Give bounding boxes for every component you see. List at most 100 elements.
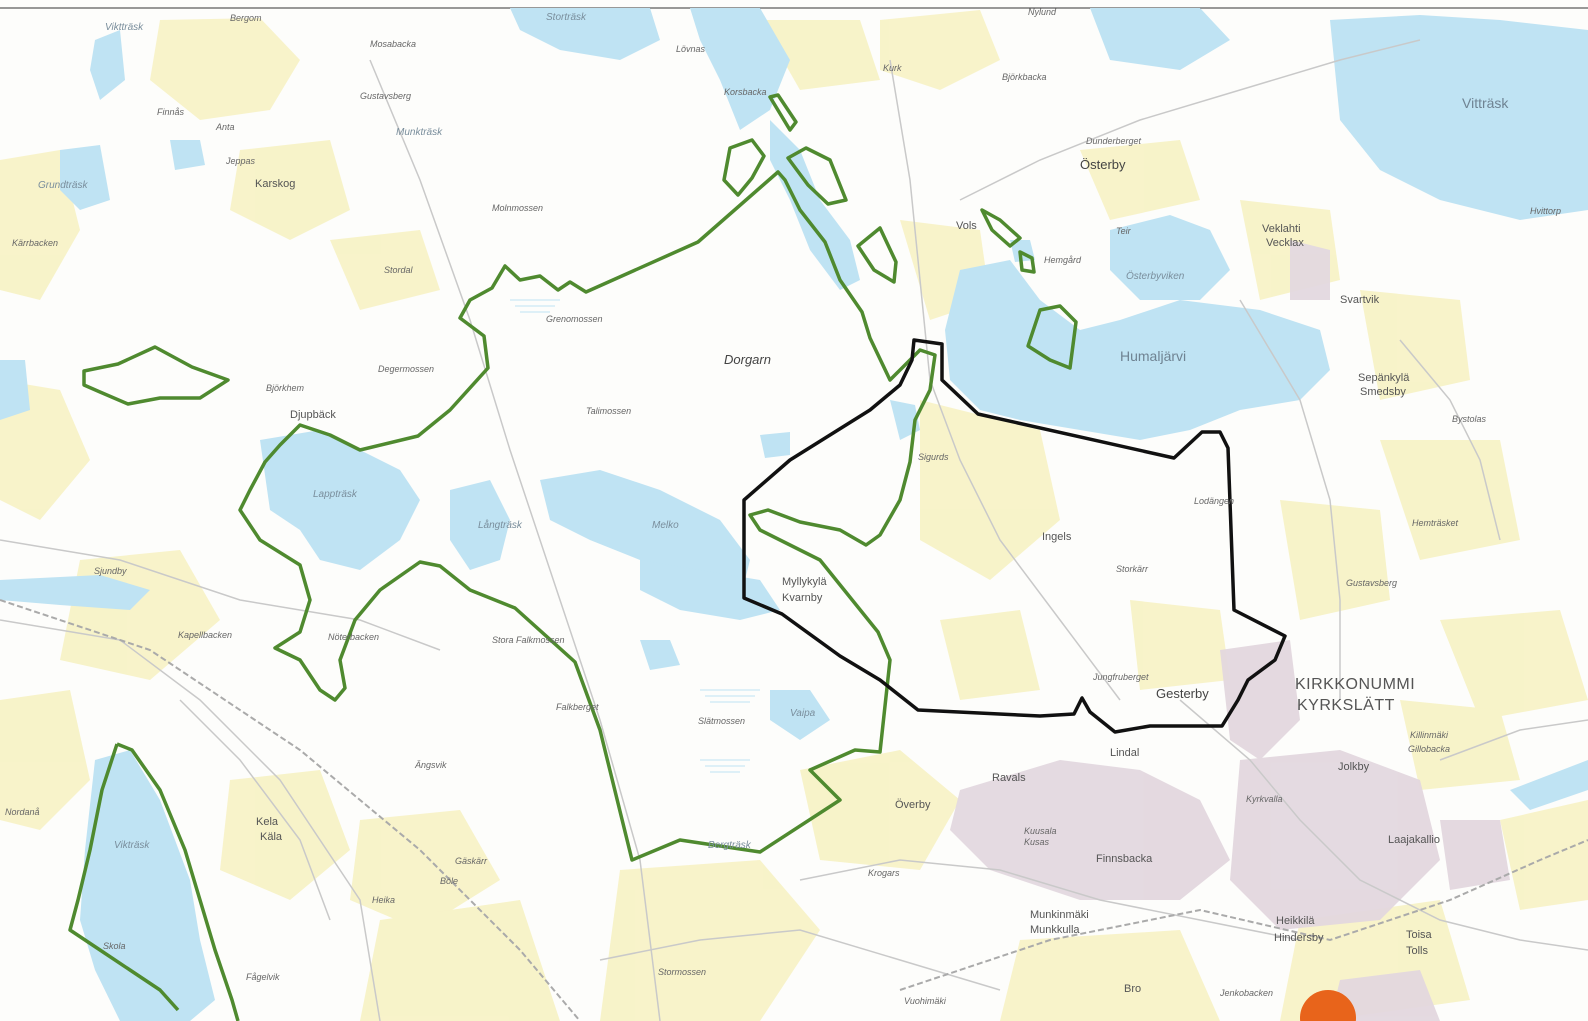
label-gustavsberg-east: Gustavsberg [1346,578,1397,588]
wetland-areas [510,299,760,773]
label-tolls: Tolls [1406,945,1429,957]
label-bole: Böle [440,876,458,886]
label-kirkkonummi: KIRKKONUMMI [1295,676,1415,693]
label-storkarr: Storkärr [1116,564,1149,574]
green-boundary-areas[interactable] [68,93,1078,1021]
label-bro: Bro [1124,983,1141,995]
label-degermossen: Degermossen [378,364,434,374]
label-vittrask: Vitträsk [1462,95,1509,111]
lake-lapptrask [260,430,420,570]
pond-1 [640,640,680,670]
location-marker-icon[interactable] [1300,990,1356,1021]
label-bergom: Bergom [230,13,262,23]
label-vuohimaki: Vuohimäki [904,996,947,1006]
label-stormossen: Stormossen [658,967,706,977]
label-noterbacken: Nöterbacken [328,632,379,642]
green-boundary-n1[interactable] [722,138,766,197]
label-dunderberget: Dunderberget [1086,136,1142,146]
label-viktrask-top: Viktträsk [105,22,144,33]
label-viktrask: Vikträsk [114,840,150,851]
label-fagelvik: Fågelvik [246,972,280,982]
label-bjorkbacka: Björkbacka [1002,72,1047,82]
green-boundary-n2[interactable] [768,93,798,132]
green-boundary-west[interactable] [82,345,230,406]
label-kyrkslatt: KYRKSLÄTT [1297,696,1395,714]
label-kuusala: Kuusala [1024,826,1057,836]
label-kallbacken: Kärrbacken [12,238,58,248]
label-stordal: Stordal [384,265,414,275]
label-munkinmaki: Munkinmäki [1030,909,1089,921]
label-gillobacka: Gillobacka [1408,744,1450,754]
river-east [1510,760,1588,810]
label-munkkulla: Munkkulla [1030,924,1080,936]
lake-melko-south [640,560,780,620]
label-hemtasket: Hemträsket [1412,518,1459,528]
label-bystolas: Bystolas [1452,414,1487,424]
label-lapptrask: Lappträsk [313,489,358,500]
label-jolkby: Jolkby [1338,761,1370,773]
label-hemgard: Hemgård [1044,255,1082,265]
label-ingels: Ingels [1042,531,1072,543]
label-talimossen: Talimossen [586,406,631,416]
green-boundary-n4[interactable] [856,226,898,284]
label-sigurds: Sigurds [918,452,949,462]
label-kyrkvalla: Kyrkvalla [1246,794,1283,804]
label-jenkobacken: Jenkobacken [1219,988,1273,998]
label-molnmossen: Molnmossen [492,203,543,213]
label-heikkila: Heikkilä [1276,915,1315,927]
label-osterbyviken: Österbyviken [1126,270,1185,282]
green-boundary-n5[interactable] [980,208,1022,248]
lake-grundtrask [60,145,110,210]
pond-4 [760,432,790,458]
lake-north-2 [1090,8,1230,70]
label-kela: Kela [256,816,279,828]
label-finnas: Finnås [157,107,185,117]
water-bodies [0,8,1588,1021]
label-laajakallio: Laajakallio [1388,834,1440,846]
label-veklahti: Veklahti [1262,223,1301,235]
lake-viktrask-north [90,30,125,100]
railway [0,599,1588,1021]
label-svartvik: Svartvik [1340,294,1380,306]
lake-vaipa [770,690,830,740]
label-falkberget: Falkberget [556,702,599,712]
label-gesterby: Gesterby [1156,686,1209,701]
label-munkbrask: Munkträsk [396,127,443,138]
label-bjorkhem: Björkhem [266,383,305,393]
label-karskog: Karskog [255,178,295,190]
roads [0,39,1588,1021]
label-djupback: Djupbäck [290,409,336,421]
label-nylund: Nylund [1028,7,1057,17]
label-hindersby: Hindersby [1274,932,1324,944]
label-finnsbacka: Finnsbacka [1096,853,1153,865]
lake-osterbyviken [1110,215,1230,300]
black-boundary-area[interactable] [742,338,1287,734]
label-krogars: Krogars [868,868,900,878]
label-lovnas: Lövnas [676,44,706,54]
label-korsbacka: Korsbacka [724,87,767,97]
lake-viktrask [80,750,215,1021]
green-boundary-viktrask[interactable] [68,742,240,1021]
label-killinmaki: Killinmäki [1410,730,1449,740]
label-heika: Heika [372,895,395,905]
label-toisa: Toisa [1406,929,1433,941]
green-boundary-n3[interactable] [786,146,848,206]
label-mosabacka: Mosabacka [370,39,416,49]
label-langtrask: Långträsk [478,519,523,531]
label-kusas: Kusas [1024,837,1050,847]
label-ravals: Ravals [992,772,1026,784]
label-humaljarvi: Humaljärvi [1120,348,1186,364]
lake-north-bay [690,8,790,130]
green-boundary-n6[interactable] [1018,250,1036,274]
label-teir: Teir [1116,226,1132,236]
label-hvittorp: Hvittorp [1530,206,1561,216]
label-anta: Anta [215,122,235,132]
label-skola: Skola [103,941,126,951]
label-kala: Käla [260,831,283,843]
label-stora-falkmossen: Stora Falkmossen [492,635,565,645]
green-boundary-main[interactable] [238,170,937,862]
green-boundary-n7[interactable] [1026,304,1078,370]
lake-langtrask [450,480,510,570]
